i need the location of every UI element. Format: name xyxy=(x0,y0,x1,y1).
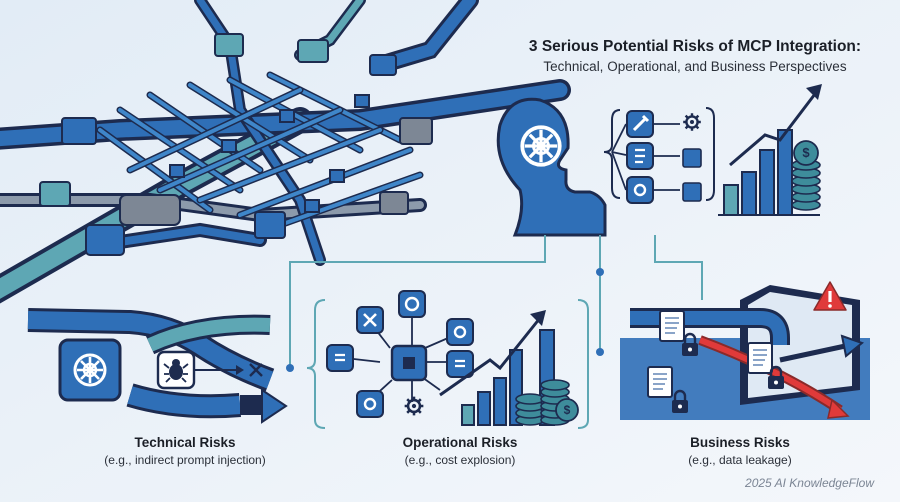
wrench-icon xyxy=(356,306,384,334)
coin-stack-icon xyxy=(515,393,545,426)
technical-risk-illustration xyxy=(27,308,288,424)
gear-icon xyxy=(403,395,425,417)
operational-risks-title: Operational Risks xyxy=(402,435,518,450)
cable-connectors xyxy=(39,33,433,256)
technical-risks-example: (e.g., indirect prompt injection) xyxy=(104,453,266,467)
bug-icon xyxy=(163,359,189,383)
svg-text:$: $ xyxy=(564,403,571,417)
ai-logo-icon xyxy=(73,353,107,387)
document-icon xyxy=(326,344,354,372)
gear-icon xyxy=(398,290,426,318)
svg-text:$: $ xyxy=(802,145,810,160)
coin-stack-icon: $ xyxy=(540,379,579,426)
warning-icon xyxy=(813,281,847,311)
ai-logo-icon xyxy=(520,125,562,167)
document-icon xyxy=(647,366,673,398)
connector-dot xyxy=(286,364,294,372)
coin-stack-icon: $ xyxy=(791,140,821,211)
connector-dot xyxy=(596,268,604,276)
business-risks-title: Business Risks xyxy=(690,435,790,450)
title-line-1: 3 Serious Potential Risks of MCP Integra… xyxy=(528,38,862,55)
document-icon xyxy=(682,148,702,168)
cost-bar-chart xyxy=(461,329,555,426)
gear-icon xyxy=(626,176,654,204)
gear-icon xyxy=(446,318,474,346)
document-icon xyxy=(747,342,773,374)
document-icon xyxy=(626,142,654,170)
trend-arrow-icon xyxy=(439,317,542,397)
credit-label: 2025 AI KnowledgeFlow xyxy=(745,476,874,490)
close-icon xyxy=(249,363,263,377)
business-risk-illustration xyxy=(620,281,870,420)
technical-risks-title: Technical Risks xyxy=(134,435,236,450)
title-line-2: Technical, Operational, and Business Per… xyxy=(543,59,847,74)
connector-lines xyxy=(289,235,703,368)
document-icon xyxy=(682,182,702,202)
document-icon xyxy=(446,350,474,378)
business-risks-example: (e.g., data leakage) xyxy=(688,453,792,467)
wrench-icon xyxy=(626,110,654,138)
trend-arrow-icon xyxy=(729,89,820,167)
gear-icon xyxy=(356,390,384,418)
document-icon xyxy=(659,310,685,342)
operational-risk-illustration: $ xyxy=(306,290,589,429)
operational-risks-example: (e.g., cost explosion) xyxy=(404,453,516,467)
ai-head: $ xyxy=(496,84,822,237)
gear-icon xyxy=(682,111,702,133)
connector-dot xyxy=(596,348,604,356)
